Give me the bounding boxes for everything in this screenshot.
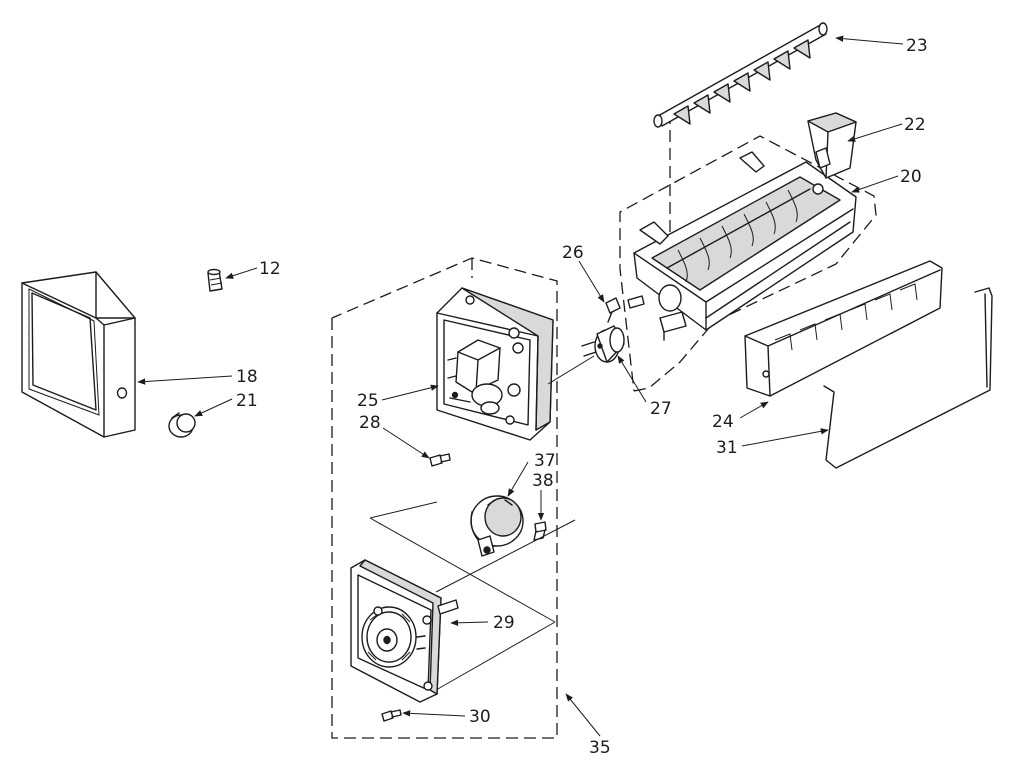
plate-screw-part xyxy=(381,709,402,722)
shaft-guide-line xyxy=(547,355,595,385)
callout-28: 28 xyxy=(359,413,381,433)
callout-38: 38 xyxy=(532,471,554,491)
control-kit-outline xyxy=(331,257,558,739)
control-housing-part xyxy=(436,287,554,441)
mounting-plate-part xyxy=(350,559,459,703)
callout-labels: 23 22 20 12 18 21 25 28 26 27 24 31 37 3… xyxy=(236,36,928,758)
ice-mold-outline xyxy=(619,112,877,392)
callout-leaders xyxy=(137,35,904,737)
callout-27: 27 xyxy=(650,399,672,419)
drive-coupler-part xyxy=(581,325,625,363)
callout-25: 25 xyxy=(357,391,379,411)
plug-part xyxy=(207,268,223,292)
housing-screw-part xyxy=(429,453,451,467)
motor-screw-part xyxy=(533,521,547,541)
callout-26: 26 xyxy=(562,243,584,263)
callout-24: 24 xyxy=(712,412,734,432)
callout-18: 18 xyxy=(236,367,258,387)
callout-12: 12 xyxy=(259,259,281,279)
callout-20: 20 xyxy=(900,167,922,187)
fill-cup-part xyxy=(807,112,857,179)
callout-22: 22 xyxy=(904,115,926,135)
knob-part xyxy=(168,412,196,438)
motor-part xyxy=(470,495,524,557)
clip-part xyxy=(605,297,621,323)
callout-30: 30 xyxy=(469,707,491,727)
callout-31: 31 xyxy=(716,438,738,458)
callout-37: 37 xyxy=(534,451,556,471)
callout-21: 21 xyxy=(236,391,258,411)
assembly-guide-lines xyxy=(369,501,576,691)
ejector-blade-part xyxy=(653,22,828,128)
front-cover-part xyxy=(21,271,136,438)
callout-23: 23 xyxy=(906,36,928,56)
callout-29: 29 xyxy=(493,613,515,633)
stripper-part xyxy=(744,260,943,397)
ice-mold-part xyxy=(627,151,857,341)
shutoff-arm-part xyxy=(823,287,993,469)
callout-35: 35 xyxy=(589,738,611,758)
